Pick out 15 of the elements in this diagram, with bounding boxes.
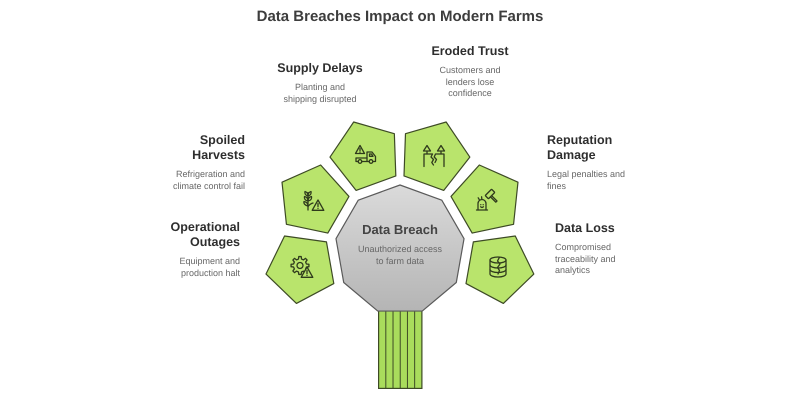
impact-heading: Reputation Damage	[547, 133, 614, 163]
impact-description: Compromised traceability and analytics	[555, 242, 617, 276]
impact-description: Customers and lenders lose confidence	[438, 65, 502, 100]
hub-description: Unauthorized access to farm data	[356, 244, 444, 267]
impact-heading: Spoiled Harvests	[191, 133, 245, 163]
impact-description: Refrigeration and climate control fail	[172, 169, 245, 192]
impact-heading: Data Loss	[555, 221, 616, 236]
impact-heading: Supply Delays	[276, 61, 364, 76]
impact-heading: Eroded Trust	[430, 44, 510, 59]
diagram-title: Data Breaches Impact on Modern Farms	[256, 8, 544, 26]
hub-heading: Data Breach	[361, 222, 439, 238]
impact-description: Equipment and production halt	[178, 256, 240, 279]
impact-description: Planting and shipping disrupted	[282, 82, 358, 105]
impact-description: Legal penalties and fines	[547, 169, 626, 192]
impact-heading: Operational Outages	[170, 220, 240, 250]
